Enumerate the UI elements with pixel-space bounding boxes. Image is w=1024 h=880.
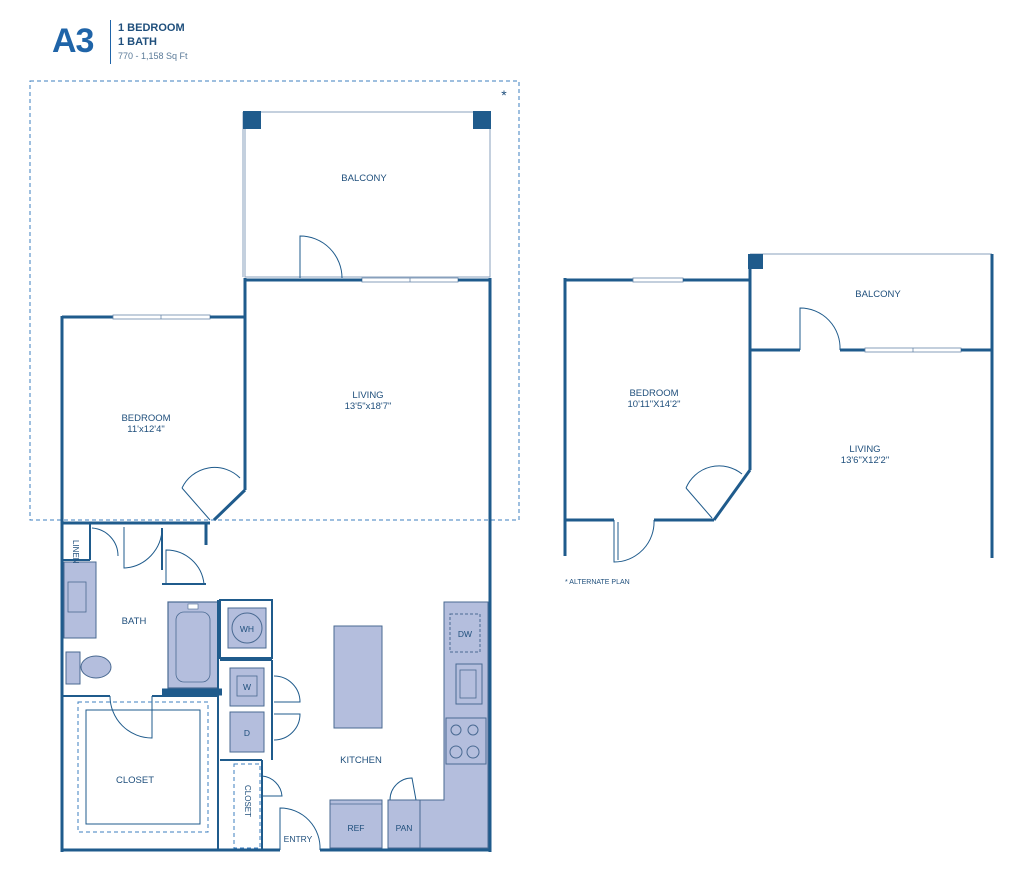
hall-door-swing [165, 549, 205, 585]
bedroom-door-swing [181, 466, 241, 489]
dishwasher-label: DW [458, 629, 472, 639]
kitchen-sink-basin [459, 669, 477, 699]
entry-closet-label: CLOSET [243, 785, 252, 817]
entry-door-swing [279, 807, 321, 851]
toilet-bowl [80, 655, 112, 679]
bedroom-count: 1 BEDROOM [118, 22, 185, 34]
alt-balcony-label: BALCONY [855, 289, 901, 300]
living-dims: 13'5"x18'7" [345, 401, 392, 412]
washer [229, 667, 265, 707]
laundry-door-upper [273, 675, 301, 703]
closet-door-swing [109, 695, 153, 739]
bedroom-dims: 11'x12'4" [127, 424, 164, 435]
water-heater [227, 607, 267, 649]
plan-code: A3 [52, 22, 94, 60]
alt-bedroom-door-swing [685, 465, 743, 489]
wh-closet [219, 599, 273, 659]
bathtub-basin [175, 611, 211, 683]
alt-balcony-post [748, 254, 763, 269]
linen-label: LINEN [71, 540, 80, 564]
alt-bedroom-door-leaf [685, 487, 713, 519]
bedroom-door-jamb [212, 488, 247, 522]
burner-1 [450, 724, 462, 736]
alt-bedroom-label: BEDROOM [629, 388, 678, 399]
linen-door-swing [91, 527, 119, 557]
kitchen-island [333, 625, 383, 729]
burner-3 [449, 745, 463, 759]
burner-2 [467, 724, 479, 736]
pantry-door-swing [389, 777, 417, 801]
balcony-railing [244, 111, 491, 278]
toilet-tank [65, 651, 81, 685]
washer-label: W [243, 682, 251, 692]
alternate-asterisk: * [501, 87, 507, 103]
alt-bedroom-window [632, 277, 684, 283]
alternate-plan-note: * ALTERNATE PLAN [565, 579, 630, 586]
bedroom-label: BEDROOM [121, 413, 170, 424]
entry-closet-door [261, 775, 283, 797]
entry-closet-shelf [233, 763, 261, 849]
alt-closet-door-swing [613, 519, 655, 563]
laundry-door-lower [273, 713, 301, 741]
closet-rod [85, 709, 201, 825]
kitchen-label: KITCHEN [340, 755, 382, 766]
alt-bedroom-dims: 10'11"X14'2" [628, 399, 681, 410]
alt-living-label: LIVING [849, 444, 880, 455]
balcony-door-swing [299, 235, 343, 279]
refrigerator [329, 799, 383, 849]
dryer-label: D [244, 728, 250, 738]
dishwasher [449, 613, 481, 653]
pantry [387, 799, 421, 849]
entry-label: ENTRY [284, 834, 313, 844]
alt-balcony-door-swing [799, 307, 841, 351]
wh-label: WH [240, 624, 254, 634]
bath-label: BATH [122, 616, 147, 627]
bath-door-swing [123, 527, 163, 569]
water-heater-tank [231, 612, 263, 644]
closet-label: CLOSET [116, 775, 154, 786]
washer-drum [236, 675, 258, 697]
bedroom-window [112, 314, 211, 320]
bathtub-faucet [187, 603, 199, 610]
ref-label: REF [348, 823, 365, 833]
bathtub [167, 601, 219, 689]
closet-shelf [77, 701, 209, 833]
bath-sink [67, 581, 87, 613]
square-footage: 770 - 1,158 Sq Ft [118, 51, 188, 61]
balcony-post-right [473, 111, 491, 129]
alternate-plan [563, 253, 994, 563]
alt-living-dims: 13'6"X12'2" [841, 455, 889, 466]
header-divider [110, 20, 111, 64]
main-plan [60, 111, 492, 852]
dryer [229, 711, 265, 753]
alternate-plan-outline [29, 80, 520, 521]
bath-count: 1 BATH [118, 36, 157, 48]
header-text: 1 BEDROOM 1 BATH 770 - 1,158 Sq Ft [118, 21, 188, 63]
alt-bedroom-door-jamb [712, 469, 752, 521]
pantry-label: PAN [396, 823, 413, 833]
living-label: LIVING [352, 390, 383, 401]
burner-4 [466, 745, 480, 759]
balcony-label: BALCONY [341, 173, 387, 184]
bedroom-door-leaf [181, 487, 211, 521]
balcony-post-left [243, 111, 261, 129]
